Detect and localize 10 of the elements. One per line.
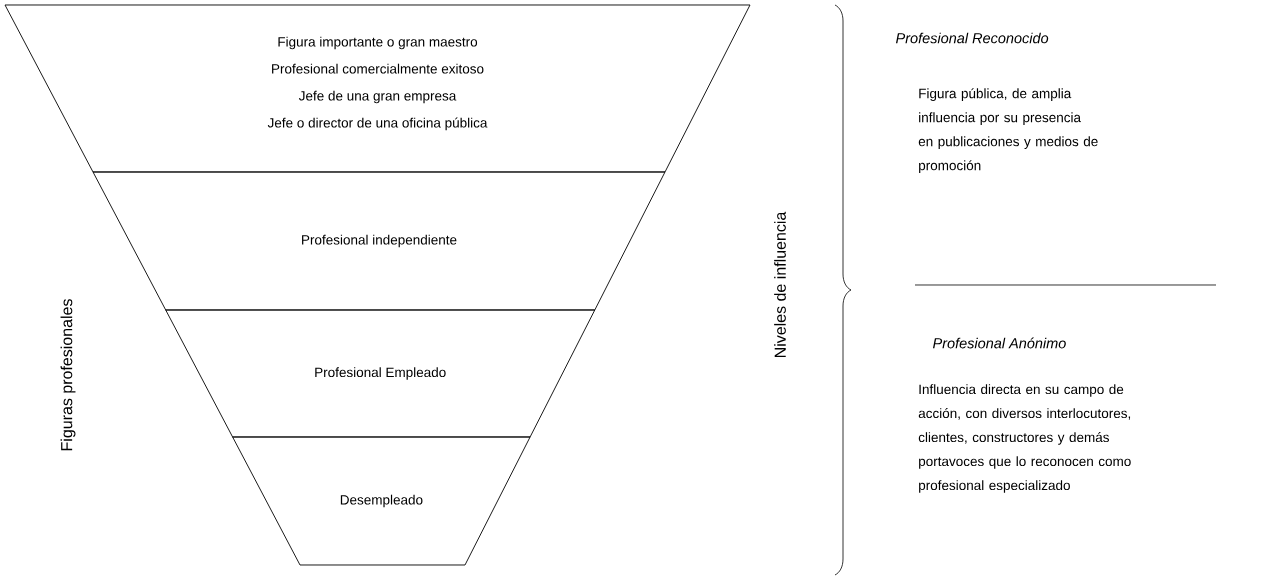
axis-label: Figuras profesionales bbox=[60, 299, 76, 451]
axis-label: Niveles de influencia bbox=[774, 211, 786, 358]
funnel-band: Desempleado bbox=[232, 436, 531, 566]
funnel-band: Profesional independiente bbox=[92, 171, 666, 311]
funnel-band: Profesional Empleado bbox=[165, 309, 596, 438]
description-text: Figura pública, de amplia influencia por su presencia en publicaciones y medios de promoción bbox=[918, 88, 1098, 173]
section-heading: Profesional Anónimo bbox=[933, 337, 1066, 349]
description-text: Influencia directa en su campo de acción, con diversos interlocutores, clientes, constructores y demás portavoces que lo reconocen como profesional especializado bbox=[918, 384, 1131, 493]
funnel-band: Figura importante o gran maestro Profesional comercialmente exitoso Jefe de una gran empresa Jefe o director de una oficina pública bbox=[4, 4, 751, 173]
section-heading: Profesional Reconocido bbox=[896, 32, 1049, 44]
